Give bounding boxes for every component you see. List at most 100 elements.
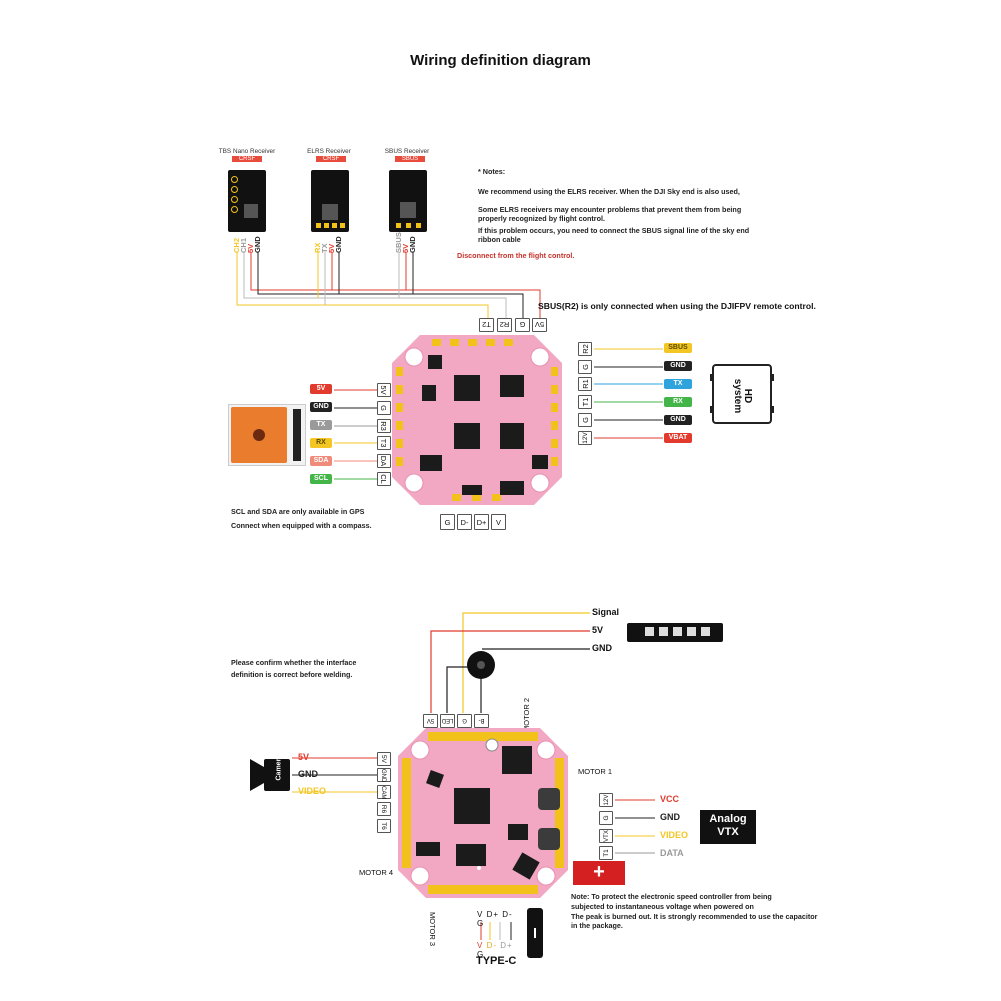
pin-label: GND: [253, 236, 262, 253]
motor-2-label: MOTOR 2: [522, 697, 531, 732]
gps-note: Connect when equipped with a compass.: [231, 521, 372, 530]
plus-label: +: [593, 861, 605, 883]
pad-d-minus: D-: [457, 514, 472, 530]
pad-r2: R2: [578, 342, 592, 356]
wire-label: VIDEO: [660, 830, 689, 840]
esc-note: in the package.: [571, 921, 623, 930]
wire-label: GND: [664, 415, 692, 425]
pad-led: LED: [440, 714, 455, 728]
hd-system-box: HD system: [710, 364, 774, 424]
pad-g: G: [515, 318, 530, 332]
wire-label: VBAT: [664, 433, 692, 443]
receiver-protocol-badge: CRSF: [232, 156, 262, 162]
camera: Camera: [248, 755, 292, 795]
usb-pin: D-: [486, 941, 498, 950]
led-strip: [627, 623, 723, 642]
pad-g: G: [440, 514, 455, 530]
buzzer: [467, 651, 495, 679]
pad-v: V: [491, 514, 506, 530]
usb-pin: D+: [500, 941, 513, 950]
pad-t6: T6: [377, 819, 391, 833]
usb-pin: G: [477, 919, 485, 928]
page-title: Wiring definition diagram: [410, 52, 591, 69]
wire-label: TX: [664, 379, 692, 389]
usb-pin: D-: [502, 910, 513, 919]
pad-r1: R1: [578, 377, 592, 391]
notes-line: Some ELRS receivers may encounter proble…: [478, 205, 742, 223]
wire-label: SBUS: [664, 343, 692, 353]
capacitor-plus-pad: +: [573, 861, 625, 885]
receiver-protocol-badge: SBUS: [395, 156, 425, 162]
receiver-name: ELRS Receiver: [307, 148, 351, 155]
usb-pin: V: [477, 941, 484, 950]
gps-module: [228, 404, 306, 466]
pad-da: DA: [377, 454, 391, 468]
led-signal-label: Signal: [592, 607, 620, 617]
pad-12v: 12V: [599, 793, 613, 807]
type-c-label: TYPE-C: [476, 955, 517, 967]
flight-controller-board-top: [392, 335, 562, 505]
usb-pin: V: [477, 910, 484, 919]
pad-d-plus: D+: [474, 514, 489, 530]
wire-label: GND: [664, 361, 692, 371]
wire-label: GND: [660, 812, 680, 822]
esc-note: subjected to instantaneous voltage when …: [571, 902, 754, 911]
wire-label: VIDEO: [298, 786, 327, 796]
pad-t3: T3: [377, 436, 391, 450]
pad-g: G: [377, 401, 391, 415]
wire-label: DATA: [660, 848, 684, 858]
sbus-receiver: [389, 170, 427, 232]
wire-label: 5V: [298, 752, 310, 762]
pad-t2: T2: [479, 318, 494, 332]
tbs-nano-receiver: [228, 170, 266, 232]
pad-g: G: [457, 714, 472, 728]
motor-3-label: MOTOR 3: [428, 912, 437, 947]
notes-line: If this problem occurs, you need to conn…: [478, 226, 750, 244]
analog-vtx-label: Analog VTX: [709, 813, 747, 838]
elrs-receiver: [311, 170, 349, 232]
confirm-note: definition is correct before welding.: [231, 670, 353, 679]
pad-r6: R6: [377, 802, 391, 816]
esc-note: The peak is burned out. It is strongly r…: [571, 912, 818, 921]
hd-system-label: HD system: [732, 378, 753, 414]
wire-label: SDA: [310, 456, 332, 466]
pad-t1: T1: [578, 395, 592, 409]
fc-board-shape: [392, 335, 562, 505]
camera-label: Camera: [275, 754, 283, 781]
pad-cl: CL: [377, 472, 391, 486]
sbus-note: SBUS(R2) is only connected when using th…: [538, 301, 816, 311]
pad-5v: 5V: [377, 752, 391, 766]
pad-r2: R2: [497, 318, 512, 332]
usb-pins-top: V D+ D- G: [477, 910, 519, 928]
esc-note: Note: To protect the electronic speed co…: [571, 892, 772, 901]
wire-label: VCC: [660, 794, 680, 804]
pad-5v: 5V: [423, 714, 438, 728]
pad-cam: CAM: [377, 785, 391, 799]
pin-label: GND: [334, 236, 343, 253]
pad-b-minus: B-: [474, 714, 489, 728]
wire-label: GND: [298, 769, 318, 779]
receiver-name: SBUS Receiver: [384, 148, 430, 155]
notes-header: * Notes:: [478, 167, 506, 176]
wire-label: SCL: [310, 474, 332, 484]
pad-g: G: [599, 811, 613, 825]
confirm-note: Please confirm whether the interface: [231, 658, 357, 667]
wire-label: RX: [310, 438, 332, 448]
pad-5v: 5V: [377, 383, 391, 397]
wire-label: 5V: [310, 384, 332, 394]
receiver-name: TBS Nano Receiver: [218, 148, 276, 155]
wire-label: TX: [310, 420, 332, 430]
motor-4-label: MOTOR 4: [359, 868, 394, 877]
pin-label: GND: [408, 236, 417, 253]
usb-pin: D+: [486, 910, 500, 919]
usb-pins-bottom: V D- D+ G: [477, 941, 519, 959]
usb-type-c-connector: [527, 908, 543, 958]
motor-1-label: MOTOR 1: [578, 767, 613, 776]
wire-label: RX: [664, 397, 692, 407]
pad-gnd: GND: [377, 768, 391, 782]
receiver-protocol-badge: CRSF: [316, 156, 346, 162]
pad-12v: 12V: [578, 431, 592, 445]
camera-icon: [250, 759, 290, 791]
fc2-board-shape: [398, 728, 568, 898]
